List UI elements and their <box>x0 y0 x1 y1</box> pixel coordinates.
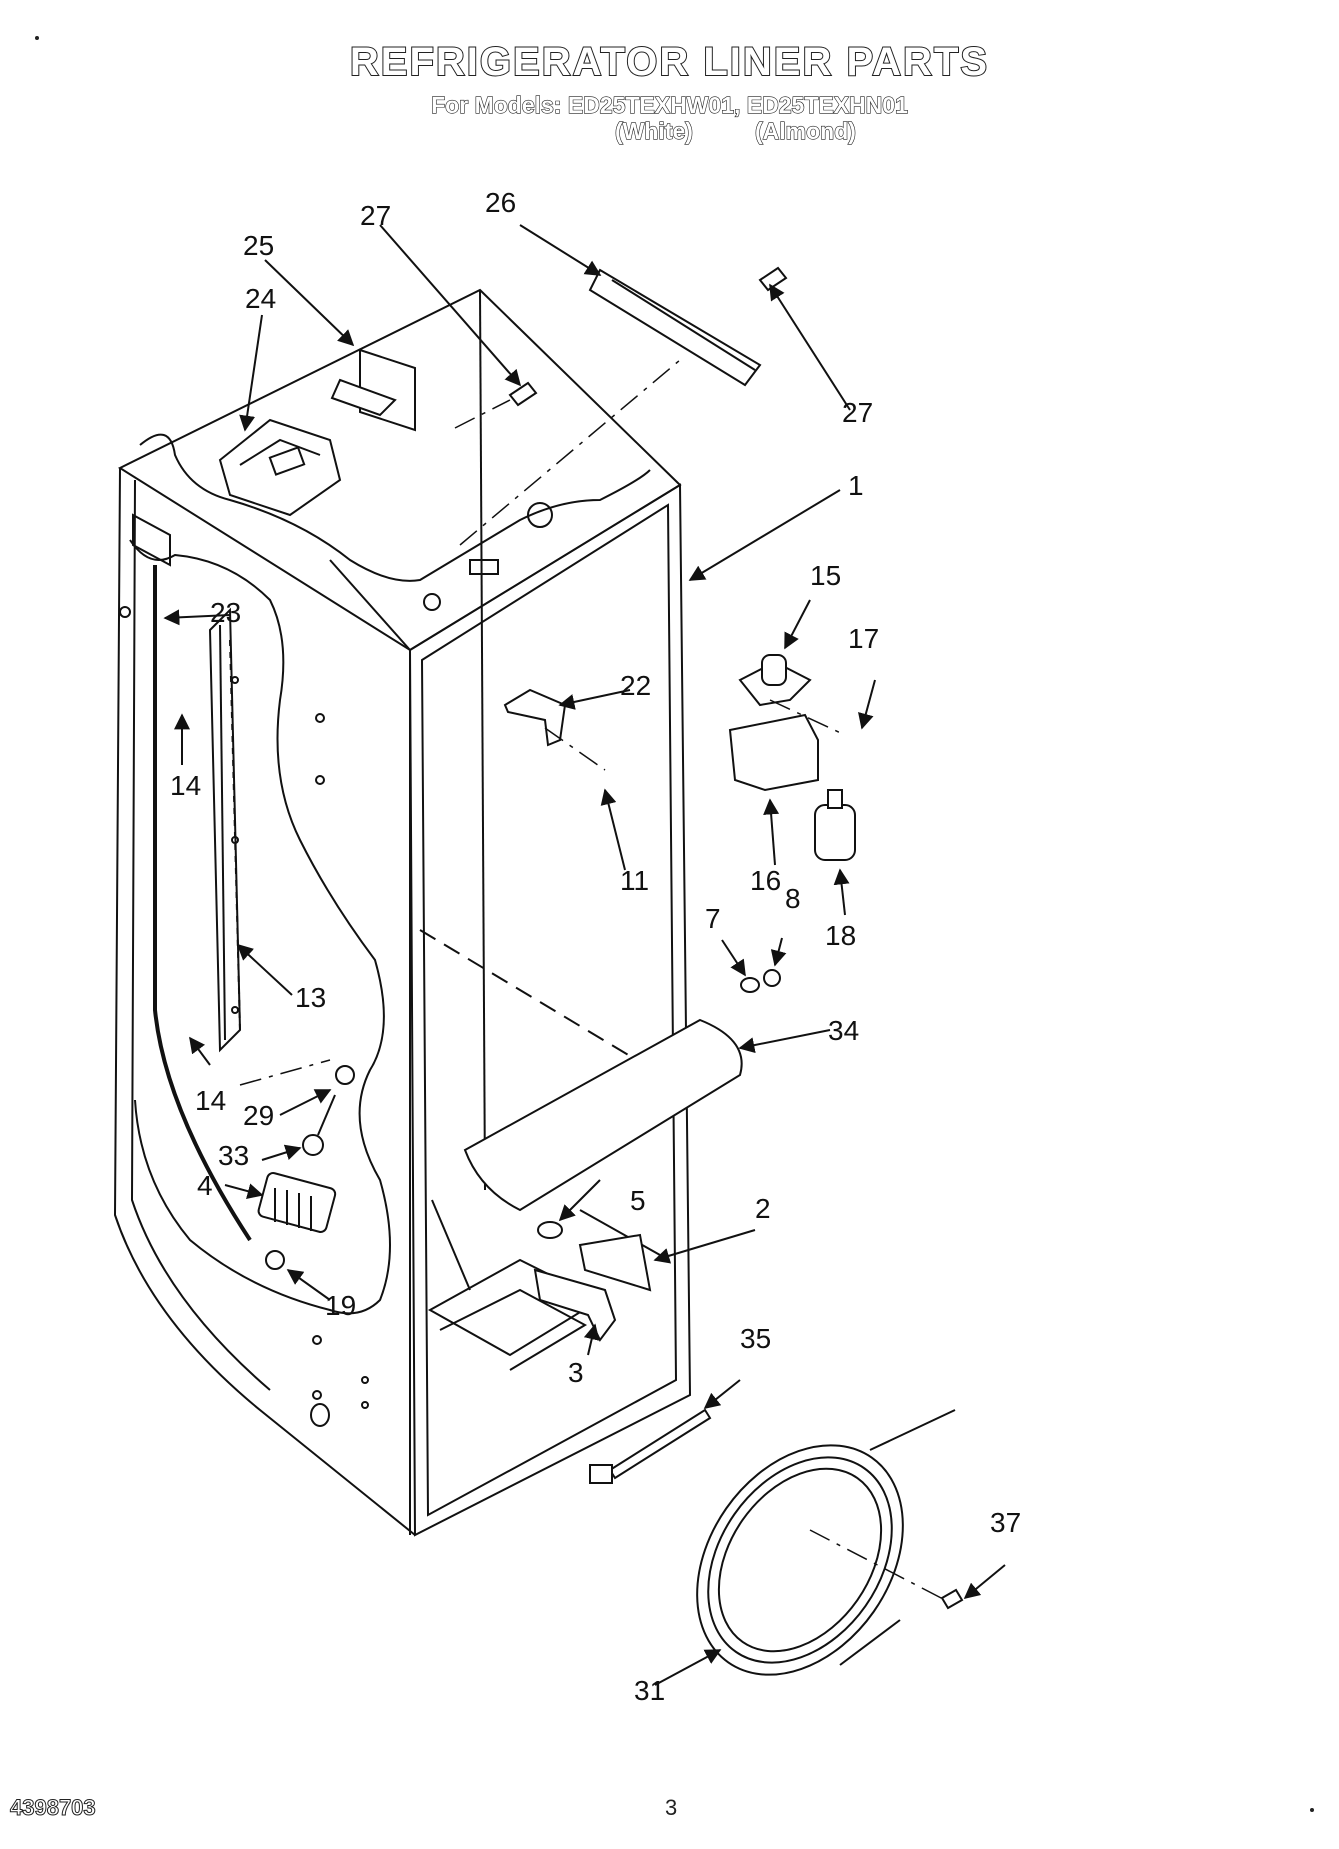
callout-8: 8 <box>785 883 801 914</box>
callout-5: 5 <box>630 1185 646 1216</box>
part-2-3-5-brackets <box>533 1221 652 1342</box>
callout-27-right: 27 <box>842 397 873 428</box>
leader-arrows <box>163 224 1006 1686</box>
callout-31: 31 <box>634 1675 665 1706</box>
callout-1: 1 <box>848 470 864 501</box>
models-line: For Models: ED25TEXHW01, ED25TEXHN01 <box>431 91 909 118</box>
callout-4: 4 <box>197 1170 213 1201</box>
callout-18: 18 <box>825 920 856 951</box>
part-27-screws <box>508 266 788 407</box>
part-34-duct <box>463 1018 743 1212</box>
liner-body <box>113 288 692 1537</box>
part-35-cable-tie <box>589 1408 712 1484</box>
callout-25: 25 <box>243 230 274 261</box>
callout-19: 19 <box>325 1290 356 1321</box>
callout-22: 22 <box>620 670 651 701</box>
callout-23: 23 <box>210 597 241 628</box>
part-13-rail <box>208 607 242 1053</box>
callout-16: 16 <box>750 865 781 896</box>
part-31-tubing-coil <box>696 1409 956 1676</box>
callout-13: 13 <box>295 982 326 1013</box>
variant-white-label: (White) <box>614 117 693 144</box>
document-number: 4398703 <box>10 1795 97 1821</box>
callout-33: 33 <box>218 1140 249 1171</box>
callout-15: 15 <box>810 560 841 591</box>
callout-24: 24 <box>245 283 276 314</box>
part-23-tube <box>153 565 252 1242</box>
callout-34: 34 <box>828 1015 859 1046</box>
part-24-housing <box>218 418 342 517</box>
callout-29: 29 <box>243 1100 274 1131</box>
callout-3: 3 <box>568 1357 584 1388</box>
scan-speck <box>35 36 39 40</box>
part-19-nut <box>265 1250 285 1270</box>
callout-7: 7 <box>705 903 721 934</box>
callout-35: 35 <box>740 1323 771 1354</box>
part-25-cover <box>330 348 416 432</box>
callout-14-upper: 14 <box>170 770 201 801</box>
part-18-filter <box>814 789 856 861</box>
scan-speck <box>1310 1808 1314 1812</box>
part-4-grille <box>257 1172 337 1233</box>
page-title: REFRIGERATOR LINER PARTS <box>349 39 990 85</box>
variant-almond-label: (Almond) <box>754 117 856 144</box>
part-15-valve <box>738 654 812 707</box>
callout-11: 11 <box>620 865 649 896</box>
callout-26: 26 <box>485 187 516 218</box>
part-26-channel <box>588 268 762 387</box>
part-22-bracket <box>503 688 567 747</box>
callout-2: 2 <box>755 1193 771 1224</box>
part-37-screw <box>940 1588 964 1610</box>
part-7-8-screw-washer <box>740 969 781 993</box>
part-16-housing <box>728 713 819 792</box>
callout-27-left: 27 <box>360 200 391 231</box>
callout-numbers: 1 2 3 4 5 7 8 11 13 14 14 15 16 17 18 19… <box>170 187 1021 1706</box>
callout-14-lower: 14 <box>195 1085 226 1116</box>
page-number: 3 <box>665 1795 678 1820</box>
callout-17: 17 <box>848 623 879 654</box>
part-29-33-light <box>302 1065 355 1156</box>
assembly-guide-lines <box>239 359 946 1601</box>
callout-37: 37 <box>990 1507 1021 1538</box>
